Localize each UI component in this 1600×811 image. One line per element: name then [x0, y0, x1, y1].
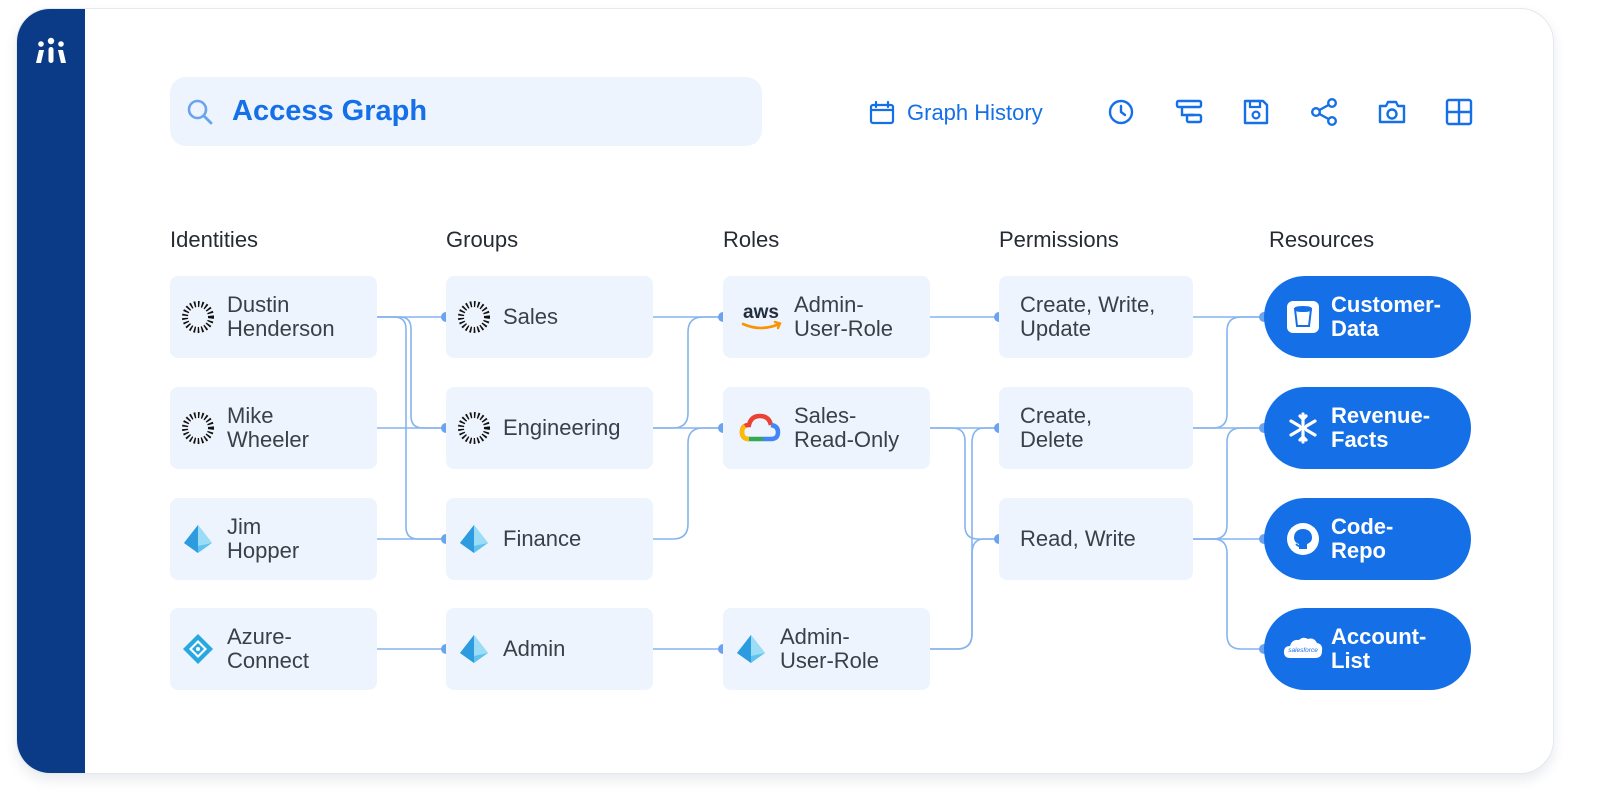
edge-adminrole-perm3 [930, 538, 999, 650]
camera-icon[interactable] [1375, 95, 1409, 129]
resource-node-revenue-facts[interactable]: Revenue-Facts [1264, 387, 1471, 469]
identity-label-line1: Azure- [227, 624, 292, 649]
resource-label-line1: Revenue- [1331, 403, 1431, 428]
snowflake-icon [1289, 412, 1317, 444]
filter-icon[interactable] [1172, 95, 1206, 129]
salesforce-icon: salesforce [1284, 637, 1323, 658]
resource-label-line2: List [1331, 648, 1371, 673]
grid-icon[interactable] [1442, 95, 1476, 129]
identity-label-line2: Hopper [227, 538, 300, 563]
app-window: Access Graph Graph History [16, 8, 1554, 774]
resource-node-account-list[interactable]: salesforce Account-List [1264, 608, 1471, 690]
sidebar [17, 9, 85, 773]
role-label-line2: User-Role [780, 648, 880, 673]
resource-label-line1: Account- [1331, 624, 1427, 649]
graph-history-label: Graph History [907, 100, 1043, 125]
resource-label-line1: Code- [1331, 514, 1394, 539]
identity-label-line2: Connect [227, 648, 309, 673]
identity-label-line2: Henderson [227, 316, 335, 341]
permission-label-line1: Create, [1020, 403, 1093, 428]
permission-label-line2: Update [1020, 316, 1091, 341]
column-header-identities: Identities [170, 227, 259, 252]
permission-label-line2: Delete [1020, 427, 1084, 452]
okta-icon [182, 412, 214, 444]
column-header-roles: Roles [723, 227, 780, 252]
share-icon[interactable] [1307, 95, 1341, 129]
identity-node-azure-connect[interactable]: Azure-Connect [170, 608, 377, 690]
azure-ad-icon [460, 635, 488, 663]
bucket-icon [1287, 301, 1319, 333]
calendar-icon [869, 100, 895, 125]
edge-engineering-aws [653, 316, 723, 429]
role-node-aws-admin[interactable]: aws Admin-User-Role [723, 276, 930, 358]
group-label: Admin [503, 636, 566, 661]
role-label-line1: Admin- [794, 292, 864, 317]
permission-node-create-write-update[interactable]: Create, Write,Update [999, 276, 1193, 358]
salesforce-icon-text: salesforce [1288, 647, 1318, 654]
group-node-admin[interactable]: Admin [446, 608, 653, 690]
role-label-line1: Admin- [780, 624, 850, 649]
group-label: Sales [503, 304, 559, 329]
identity-label-line1: Jim [227, 514, 262, 539]
azure-ad-icon [184, 525, 212, 553]
resource-label-line2: Data [1331, 316, 1379, 341]
edge-gcp-perm3 [930, 427, 999, 540]
identity-label-line1: Mike [227, 403, 274, 428]
search-bar[interactable]: Access Graph [170, 77, 762, 146]
google-cloud-icon [739, 413, 781, 442]
group-label: Finance [503, 526, 582, 551]
role-node-azure-admin[interactable]: Admin-User-Role [723, 608, 930, 690]
search-title: Access Graph [232, 95, 428, 127]
aws-icon-text: aws [743, 302, 779, 323]
resource-node-code-repo[interactable]: Code-Repo [1264, 498, 1471, 580]
permission-node-create-delete[interactable]: Create,Delete [999, 387, 1193, 469]
permission-label-line1: Create, Write, [1020, 292, 1156, 317]
clock-icon[interactable] [1104, 95, 1138, 129]
permission-node-read-write[interactable]: Read, Write [999, 498, 1193, 580]
edge-perm2-customer [1193, 316, 1264, 429]
resource-label-line2: Facts [1331, 427, 1389, 452]
resource-label-line2: Repo [1331, 538, 1386, 563]
group-label: Engineering [503, 415, 621, 440]
group-node-finance[interactable]: Finance [446, 498, 653, 580]
aws-icon: aws [741, 302, 782, 330]
edge-perm3-account [1193, 538, 1264, 650]
okta-icon [458, 412, 490, 444]
group-node-engineering[interactable]: Engineering [446, 387, 653, 469]
column-header-resources: Resources [1269, 227, 1375, 252]
edge-finance-gcp [653, 427, 723, 540]
github-icon [1287, 523, 1319, 555]
azure-ad-icon [460, 525, 488, 553]
save-icon[interactable] [1239, 95, 1273, 129]
column-header-groups: Groups [446, 227, 519, 252]
role-node-gcp-sales[interactable]: Sales-Read-Only [723, 387, 930, 469]
azure-ad-icon [737, 635, 765, 663]
permission-label-line1: Read, Write [1020, 526, 1136, 551]
graph-history-button[interactable]: Graph History [869, 96, 1043, 130]
identity-label-line2: Wheeler [227, 427, 309, 452]
role-label-line1: Sales- [794, 403, 857, 428]
resource-node-customer-data[interactable]: Customer-Data [1264, 276, 1471, 358]
azure-connect-icon [183, 634, 213, 664]
role-label-line2: Read-Only [794, 427, 900, 452]
group-node-sales[interactable]: Sales [446, 276, 653, 358]
role-label-line2: User-Role [794, 316, 894, 341]
search-icon [187, 99, 213, 125]
okta-icon [458, 301, 490, 333]
okta-icon [182, 301, 214, 333]
edge-perm3-revenue [1193, 427, 1264, 540]
resource-label-line1: Customer- [1331, 292, 1442, 317]
app-logo-icon[interactable] [33, 35, 69, 71]
identity-label-line1: Dustin [227, 292, 290, 317]
column-header-permissions: Permissions [999, 227, 1119, 252]
edge-dustin-engineering [377, 316, 446, 429]
